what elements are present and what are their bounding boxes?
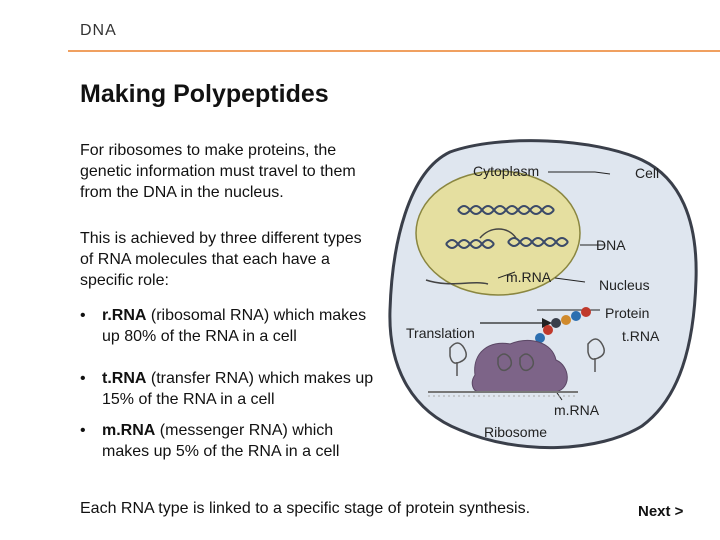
roles-paragraph: This is achieved by three different type… — [80, 230, 362, 289]
next-button[interactable]: Next > — [638, 503, 684, 520]
protein-synthesis-diagram: Cytoplasm Cell DNA m.RNA Nucleus Protein… — [388, 139, 698, 450]
mrna-ribbon-icon — [428, 391, 578, 397]
dna-helix-icon — [445, 205, 569, 249]
summary-text: Each RNA type is linked to a specific st… — [80, 500, 531, 517]
trna-label: t.RNA — [622, 328, 660, 344]
mrna-strand-icon — [425, 228, 517, 285]
cell-label: Cell — [635, 165, 659, 181]
nucleus — [415, 170, 581, 296]
rna-type-list: • r.RNA (ribosomal RNA) which makes up 8… — [80, 305, 380, 472]
list-item: • r.RNA (ribosomal RNA) which makes up 8… — [80, 305, 380, 347]
rna-term: t.RNA — [102, 370, 147, 387]
list-item: • t.RNA (transfer RNA) which makes up 15… — [80, 368, 380, 410]
bullet-icon: • — [80, 307, 86, 324]
header-divider — [68, 50, 720, 52]
list-item: • m.RNA (messenger RNA) which makes up 5… — [80, 420, 380, 462]
ribosome-icon — [471, 340, 568, 393]
rna-term: m.RNA — [102, 422, 156, 439]
rna-description: (transfer RNA) which makes up 15% of the… — [102, 370, 374, 408]
rna-term: r.RNA — [102, 307, 147, 324]
translation-label: Translation — [406, 325, 475, 341]
bullet-icon: • — [80, 370, 86, 387]
section-label: DNA — [80, 22, 117, 39]
ribosome-label: Ribosome — [484, 424, 547, 440]
bullet-icon: • — [80, 422, 86, 439]
nucleus-label: Nucleus — [599, 277, 650, 293]
page-title: Making Polypeptides — [80, 80, 329, 108]
mrna-top-label: m.RNA — [506, 269, 552, 285]
translation-arrow-icon — [480, 318, 552, 328]
cytoplasm-label: Cytoplasm — [473, 163, 539, 179]
intro-paragraph: For ribosomes to make proteins, the gene… — [80, 142, 356, 201]
protein-label: Protein — [605, 305, 649, 321]
dna-label: DNA — [596, 237, 626, 253]
rna-description: (ribosomal RNA) which makes up 80% of th… — [102, 307, 367, 345]
trna-icon — [449, 338, 605, 376]
rna-description: (messenger RNA) which makes up 5% of the… — [102, 422, 340, 460]
mrna-bottom-label: m.RNA — [554, 402, 600, 418]
